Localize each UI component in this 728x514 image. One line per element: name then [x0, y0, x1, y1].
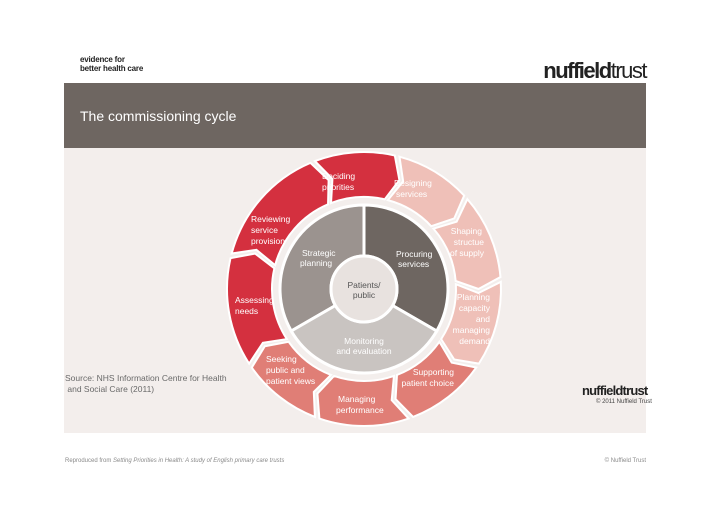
designing-label-1: Designing	[394, 178, 432, 188]
reviewing-label-1: Reviewing	[251, 214, 290, 224]
managing-label-1: Managing	[338, 394, 376, 404]
footer-reproduced-from: Reproduced from Setting Priorities in He…	[65, 458, 284, 464]
planning-label-4: managing	[453, 325, 491, 335]
reviewing-label-2: service	[251, 225, 278, 235]
footer-prefix: Reproduced from	[65, 458, 114, 464]
assessing-label-2: needs	[235, 306, 258, 316]
small-nuffield-logo: nuffieldtrust	[582, 383, 648, 398]
strategic-label-2: planning	[300, 258, 332, 268]
planning-label-2: capacity	[459, 303, 491, 313]
nuffield-trust-logo[interactable]: nuffieldtrust	[543, 58, 648, 84]
seeking-label-3: patient views	[266, 376, 315, 386]
slide-title: The commissioning cycle	[80, 108, 237, 124]
assessing-label-1: Assessing	[235, 295, 274, 305]
segment-shaping-supply	[431, 197, 502, 291]
designing-label-2: services	[396, 189, 427, 199]
segment-supporting-choice	[394, 339, 478, 419]
footer-publication: Setting Priorities in Health: A study of…	[113, 458, 285, 464]
center-label-1: Patients/	[347, 280, 381, 290]
procuring-label-2: services	[398, 259, 429, 269]
tagline-line-1: evidence for	[80, 55, 125, 64]
title-bar	[64, 83, 646, 148]
procuring-label-1: Procuring	[396, 249, 433, 259]
source-note: Source: NHS Information Centre for Healt…	[65, 373, 227, 395]
tagline-line-2: better health care	[80, 64, 144, 73]
monitoring-label-1: Monitoring	[344, 336, 384, 346]
monitoring-label-2: and evaluation	[336, 346, 392, 356]
strategic-label-1: Strategic	[302, 248, 336, 258]
managing-label-2: performance	[336, 405, 384, 415]
deciding-label-1: Deciding	[322, 171, 355, 181]
supporting-label-2: patient choice	[402, 378, 455, 388]
segment-planning-capacity	[439, 280, 502, 365]
center-circle	[329, 254, 399, 324]
shaping-label-3: of supply	[450, 248, 485, 258]
source-line-1: Source: NHS Information Centre for Healt…	[65, 373, 227, 383]
supporting-label-1: Supporting	[413, 367, 454, 377]
small-copyright: © 2011 Nuffield Trust	[596, 399, 652, 405]
center-label-2: public	[353, 290, 376, 300]
shaping-label-2: structue	[454, 237, 485, 247]
segment-reviewing-provision	[230, 161, 330, 267]
planning-label-5: demand	[459, 336, 490, 346]
outer-ring	[226, 151, 502, 427]
tagline: evidence for better health care	[80, 55, 143, 73]
planning-label-3: and	[476, 314, 490, 324]
source-line-2: and Social Care (2011)	[65, 384, 155, 394]
shaping-label-1: Shaping	[451, 226, 482, 236]
footer-copyright: © Nuffield Trust	[604, 458, 646, 464]
planning-label-1: Planning	[457, 292, 490, 302]
segment-managing-performance	[316, 374, 411, 427]
seeking-label-2: public and	[266, 365, 305, 375]
segment-seeking-views	[250, 340, 333, 419]
deciding-label-2: priorities	[322, 182, 354, 192]
segment-designing-services	[386, 155, 466, 228]
seeking-label-1: Seeking	[266, 354, 297, 364]
reviewing-label-3: provision	[251, 236, 285, 246]
logo-light-part: trust	[610, 58, 648, 83]
segment-deciding-priorities	[313, 151, 401, 205]
segment-assessing-needs	[226, 252, 289, 366]
logo-bold-part: nuffield	[543, 58, 612, 83]
